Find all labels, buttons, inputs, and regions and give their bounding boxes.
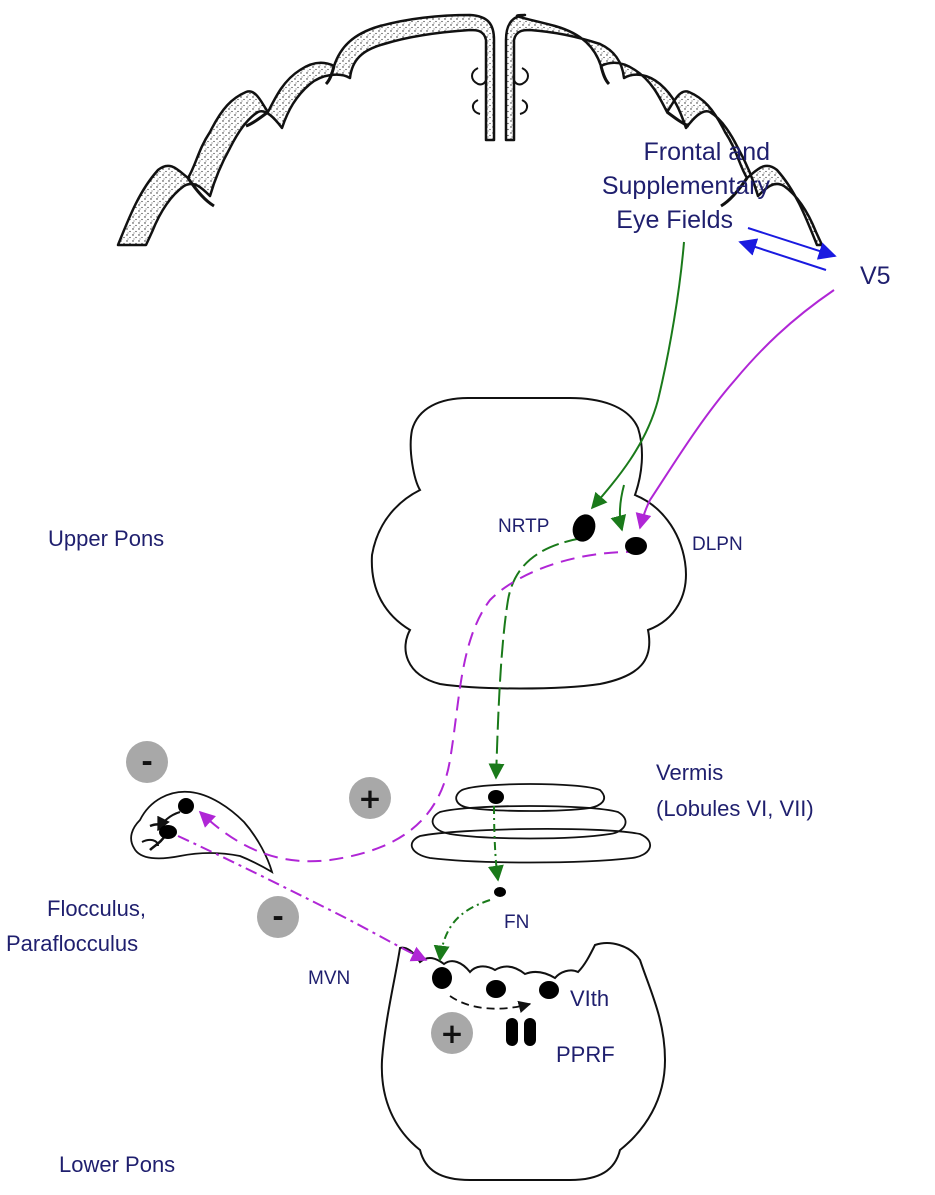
pprf-nucleus-right	[524, 1018, 536, 1046]
mvn-nucleus	[432, 967, 452, 989]
vith-nucleus	[539, 981, 559, 999]
label-vermis-line2: (Lobules VI, VII)	[656, 796, 814, 821]
label-upper-pons: Upper Pons	[48, 526, 164, 551]
middle-nucleus	[486, 980, 506, 998]
sign-mvn-minus: -	[272, 900, 284, 933]
frontal-eye-field-pathway	[433, 241, 685, 962]
sign-badge-pons-plus: +	[431, 1012, 473, 1054]
left-hemisphere-cortex	[116, 13, 496, 247]
mvn-to-vith-arrow	[449, 995, 532, 1014]
pprf-nucleus-left	[506, 1018, 518, 1046]
label-flocculus-line2: Paraflocculus	[6, 931, 138, 956]
vermis-lobules	[410, 783, 652, 864]
fef-v5-reciprocal-arrows	[738, 227, 837, 271]
flocculus-nucleus-upper	[178, 798, 194, 814]
flocculus-outline	[130, 790, 274, 874]
sign-pons-plus: +	[440, 1017, 463, 1050]
dlpn-nucleus	[625, 537, 647, 555]
label-v5: V5	[860, 262, 891, 290]
upper-pons-outline	[370, 397, 687, 690]
label-fef-line1: Frontal and	[644, 138, 770, 166]
label-flocculus-line1: Flocculus,	[47, 896, 146, 921]
label-mvn: MVN	[308, 968, 350, 989]
sign-badge-mvn-minus: -	[257, 896, 299, 938]
label-fef-line2: Supplementary	[602, 172, 771, 200]
sign-badge-flocculus-minus: -	[126, 741, 168, 783]
flocculus-internal-arrow	[157, 811, 181, 832]
sign-badge-vermis-plus: +	[349, 777, 391, 819]
sign-vermis-plus: +	[358, 782, 381, 815]
right-hemisphere-cortex	[504, 13, 824, 247]
fn-nucleus	[494, 887, 506, 897]
label-vith: VIth	[570, 986, 609, 1011]
label-dlpn: DLPN	[692, 534, 743, 555]
label-vermis-line1: Vermis	[656, 760, 723, 785]
lower-pons-outline	[380, 942, 667, 1181]
label-fef-line3: Eye Fields	[616, 206, 733, 234]
nrtp-nucleus	[572, 514, 596, 542]
label-pprf: PPRF	[556, 1042, 615, 1067]
cerebral-cortex	[116, 13, 824, 247]
flocculus-nucleus-lower	[159, 825, 177, 839]
v5-pathway	[177, 289, 835, 962]
sign-flocculus-minus: -	[141, 745, 153, 778]
label-nrtp: NRTP	[498, 516, 549, 537]
label-fn: FN	[504, 912, 529, 933]
vermis-nucleus	[488, 790, 504, 804]
label-lower-pons: Lower Pons	[59, 1152, 175, 1177]
